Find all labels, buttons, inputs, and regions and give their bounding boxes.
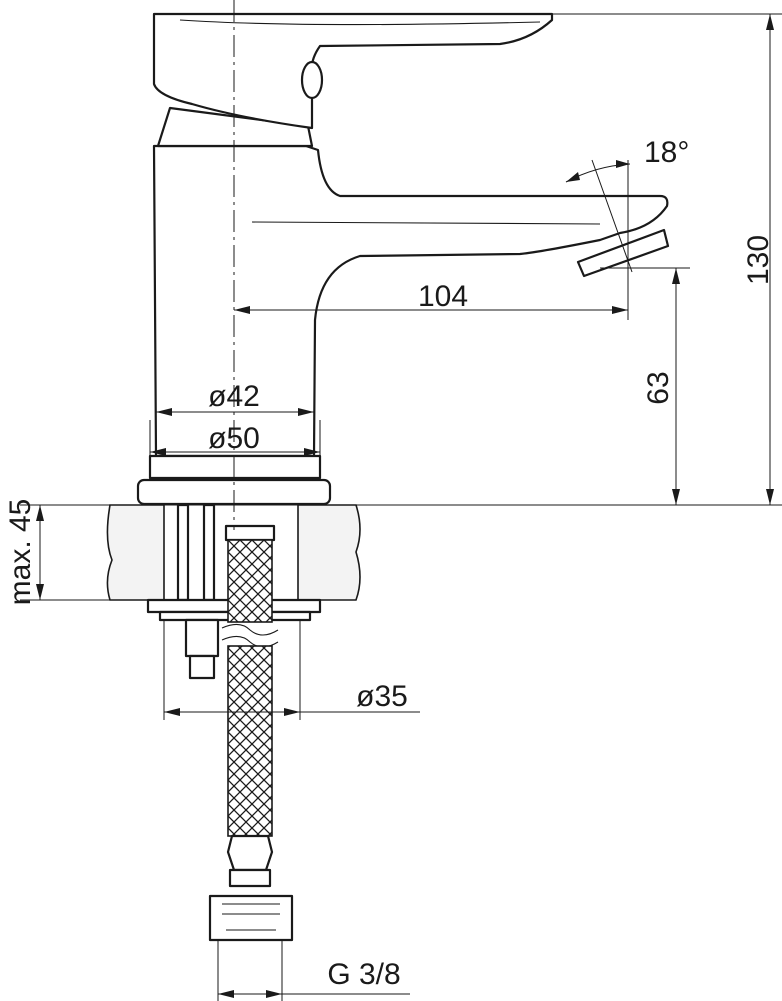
handle-detail: [179, 19, 541, 26]
dim-hose-thread: [217, 940, 410, 1001]
countertop-left: [106, 504, 165, 601]
dim-spout-height: [600, 267, 690, 505]
faucet-body: [136, 12, 670, 506]
dim-total-height: [552, 13, 782, 505]
dim-mount-diameter: [163, 620, 420, 720]
label-spout-reach: 104: [418, 280, 468, 313]
label-counter-thickness: max. 45: [4, 499, 37, 606]
dim-angle: [565, 159, 633, 273]
hose-collar: [228, 868, 272, 888]
mount-sleeve-left: [176, 503, 190, 602]
hose-braid-upper: [227, 539, 273, 623]
label-base-diameter: ø50: [208, 422, 260, 455]
label-angle: 18°: [644, 136, 689, 169]
handle-lever: [152, 12, 554, 130]
hose-crimp: [226, 834, 274, 872]
dim-base-diameter: [149, 420, 321, 456]
label-body-diameter: ø42: [208, 380, 260, 413]
countertop-right: [297, 504, 361, 601]
dim-counter-thickness: [20, 505, 110, 601]
dim-body-diameter: [156, 408, 314, 416]
label-spout-height: 63: [642, 371, 675, 404]
base-ring: [148, 454, 322, 480]
hose-top-fitting: [224, 524, 276, 542]
label-total-height: 130: [742, 235, 775, 285]
label-mount-diameter: ø35: [356, 680, 408, 713]
hose-break: [221, 623, 279, 648]
countertop-section: [20, 503, 782, 622]
aerator: [576, 228, 670, 278]
spout-inner-line: [251, 221, 601, 225]
handle-pivot: [300, 60, 324, 100]
dim-spout-reach: [234, 160, 629, 320]
label-hose-thread: G 3/8: [327, 958, 400, 991]
hose-nut: [208, 894, 294, 942]
mounting-stud: [184, 618, 220, 680]
hose-braid-lower: [227, 645, 273, 837]
braided-hose: [208, 524, 294, 942]
mount-sleeve-right: [202, 503, 216, 602]
